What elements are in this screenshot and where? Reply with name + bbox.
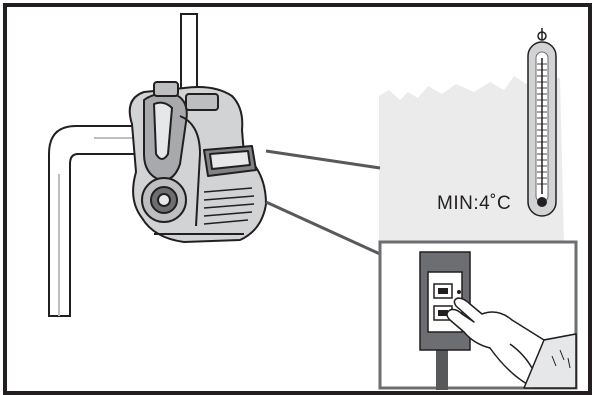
illustration-frame: MIN:4˚C [3, 3, 592, 395]
callout-lines [266, 151, 380, 254]
pump-icon [130, 82, 266, 242]
min-temperature-label: MIN:4˚C [437, 193, 511, 215]
thermometer-icon [528, 28, 556, 216]
